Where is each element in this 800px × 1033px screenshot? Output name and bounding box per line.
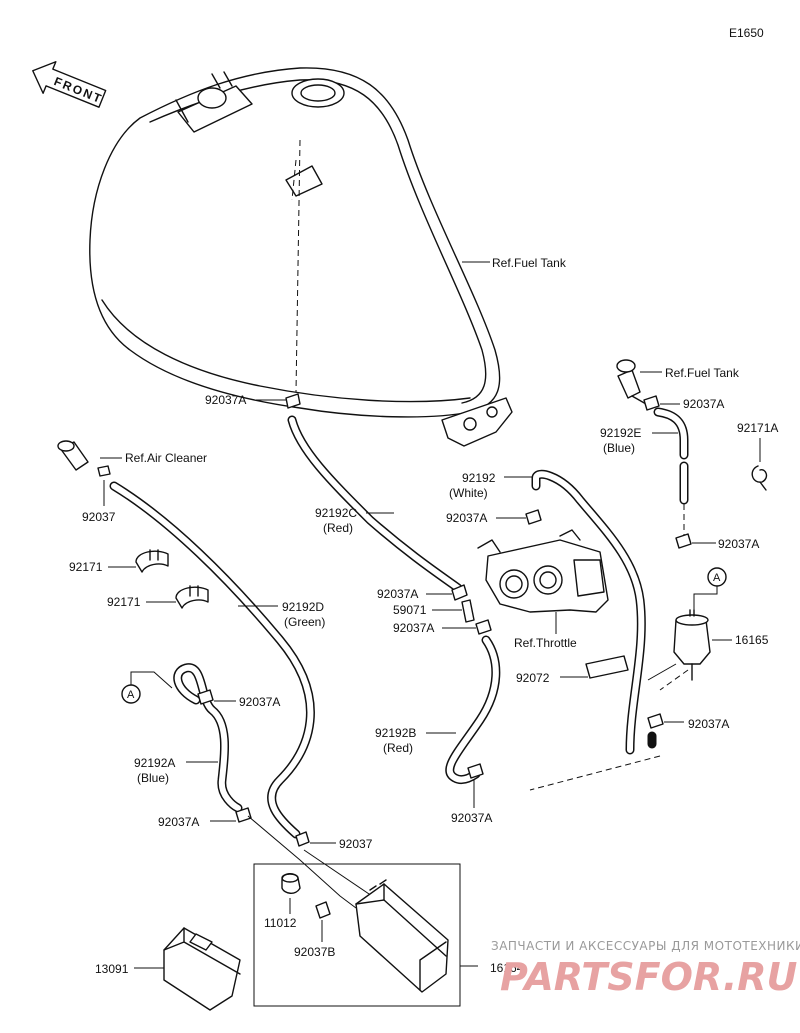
label-ref-fuel-tank-right: Ref.Fuel Tank	[665, 366, 740, 380]
marker-a-left: A	[121, 671, 173, 704]
front-arrow-icon: FRONT	[32, 61, 107, 108]
canister-group-box	[253, 863, 461, 1007]
clamp-92037-air-cleaner	[97, 465, 111, 477]
label-92192e: 92192E	[600, 426, 641, 440]
label-92192-white-color: (White)	[449, 486, 488, 500]
label-92037a-white: 92037A	[446, 511, 487, 525]
label-92037a-red-lower: 92037A	[393, 621, 434, 635]
label-92192e-color: (Blue)	[603, 441, 635, 455]
label-59071: 59071	[393, 603, 427, 617]
label-16164: 16164	[490, 961, 524, 975]
hose-92192a-blue	[173, 663, 243, 813]
hose-92192e-blue	[653, 407, 689, 505]
label-92192c-color: (Red)	[323, 521, 353, 535]
clip-92171a	[751, 465, 768, 491]
air-cleaner-fitting	[57, 440, 89, 471]
label-92072: 92072	[516, 671, 550, 685]
label-92037a-left-a: 92037A	[239, 695, 280, 709]
diagram-code: E1650	[729, 26, 764, 40]
label-16165: 16165	[735, 633, 769, 647]
canister-16164	[355, 879, 449, 993]
clamp-92037-canister	[295, 831, 310, 847]
hose-92192c-red	[287, 415, 463, 593]
clamp-92037a-white	[525, 509, 542, 525]
label-92037a-right-mid: 92037A	[718, 537, 759, 551]
cap-11012	[281, 873, 301, 894]
label-92037a-left-low: 92037A	[158, 815, 199, 829]
label-92037a-tank: 92037A	[205, 393, 246, 407]
label-92037b: 92037B	[294, 945, 335, 959]
throttle-body	[477, 529, 609, 613]
clamp-92037a-bottom-center	[467, 763, 484, 779]
label-11012: 11012	[264, 916, 297, 930]
valve-16165	[673, 609, 711, 681]
label-92192d-color: (Green)	[284, 615, 325, 629]
clamp-92037a-tank	[285, 393, 301, 409]
fuel-tank-fitting-right	[616, 359, 647, 405]
clamp-92037a-red-upper	[451, 584, 468, 601]
clamp-92037a-right-top	[643, 395, 660, 411]
clamp-92037a-right-mid	[675, 533, 692, 549]
label-92171-lower: 92171	[107, 595, 141, 609]
label-92192b-color: (Red)	[383, 741, 413, 755]
clip-92171-upper	[135, 549, 169, 573]
label-ref-air-cleaner: Ref.Air Cleaner	[125, 451, 207, 465]
clamp-92037a-left-a	[197, 689, 214, 705]
label-92037-air-cleaner: 92037	[82, 510, 116, 524]
hose-92192d-green	[109, 481, 315, 839]
cover-13091	[163, 927, 241, 1011]
label-92192b: 92192B	[375, 726, 416, 740]
label-92171-upper: 92171	[69, 560, 103, 574]
fitting-59071	[461, 599, 475, 623]
clip-92171-lower	[175, 585, 209, 609]
label-92037a-bottom-center: 92037A	[451, 811, 492, 825]
watermark-tagline: ЗАПЧАСТИ И АКСЕССУАРЫ ДЛЯ МОТОТЕХНИКИ	[491, 939, 800, 953]
label-92192a: 92192A	[134, 756, 175, 770]
label-92192-white: 92192	[462, 471, 496, 485]
label-92192a-color: (Blue)	[137, 771, 169, 785]
label-92192c: 92192C	[315, 506, 357, 520]
marker-a-right: A	[693, 567, 727, 612]
label-13091: 13091	[95, 962, 129, 976]
fuel-tank	[89, 67, 513, 447]
clamp-92037a-red-mid	[475, 619, 492, 635]
label-92192d: 92192D	[282, 600, 324, 614]
clamp-92037a-right-low	[647, 713, 664, 729]
gasket-92072	[585, 655, 629, 679]
marker-a-left-label: A	[127, 689, 135, 701]
watermark-logo: PARTSFOR.RU	[500, 955, 798, 999]
label-92037-canister: 92037	[339, 837, 373, 851]
label-92037a-right-top: 92037A	[683, 397, 724, 411]
label-92171a: 92171A	[737, 421, 778, 435]
marker-a-right-label: A	[713, 572, 721, 584]
label-ref-fuel-tank-main: Ref.Fuel Tank	[492, 256, 567, 270]
label-ref-throttle: Ref.Throttle	[514, 636, 577, 650]
clamp-92037b	[315, 901, 331, 919]
label-92037a-right-low: 92037A	[688, 717, 729, 731]
hose-92192b-red	[445, 635, 501, 785]
label-92037a-red-upper: 92037A	[377, 587, 418, 601]
hose-92192-white	[531, 469, 646, 755]
